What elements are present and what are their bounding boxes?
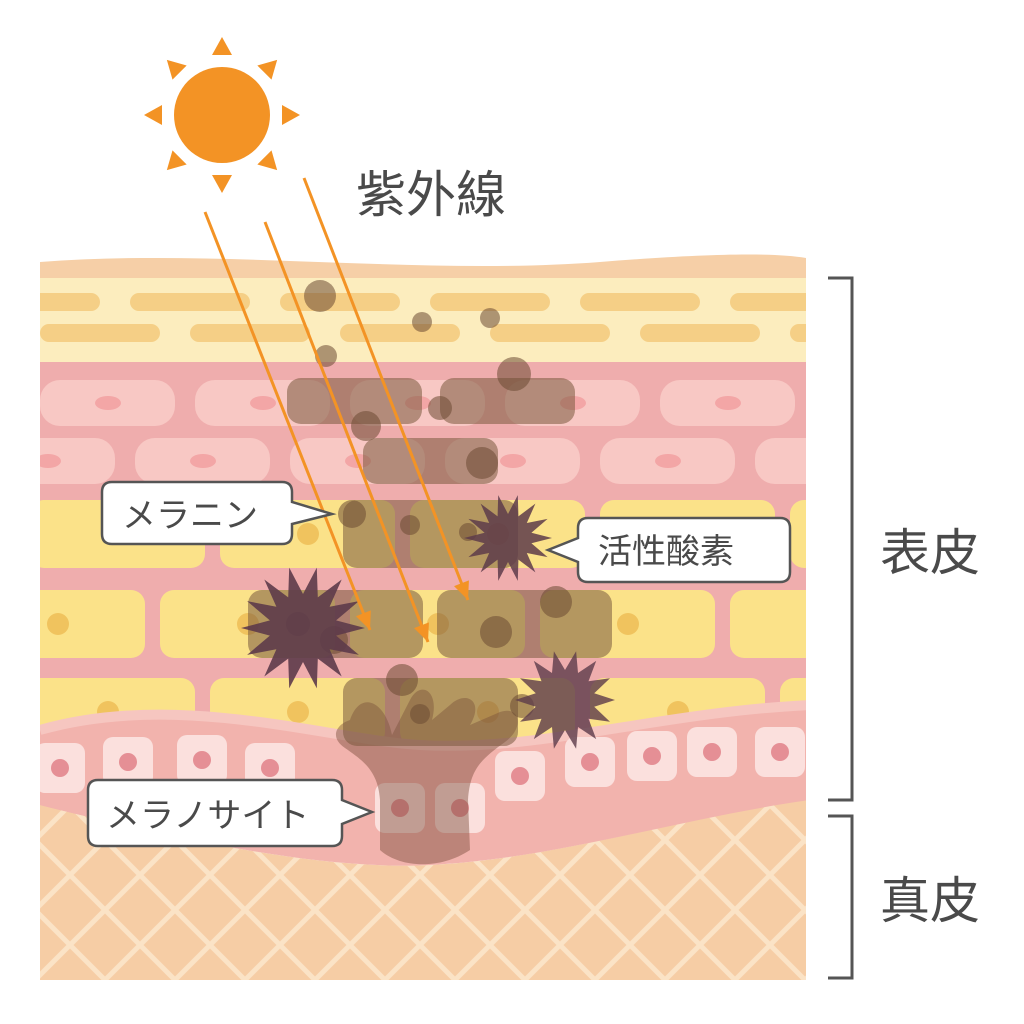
cell-nucleus xyxy=(617,613,639,635)
melanin-label: メラニン xyxy=(122,496,258,536)
cell-nucleus xyxy=(500,454,526,468)
epidermis-bracket xyxy=(828,276,854,802)
cell-nucleus xyxy=(261,759,279,777)
ros-star xyxy=(241,567,365,689)
sun-icon xyxy=(144,37,300,193)
sun-ray xyxy=(166,59,187,80)
uv-arrow-line xyxy=(302,177,470,601)
epidermis-label: 表皮 xyxy=(880,524,980,582)
cell-nucleus xyxy=(771,743,789,761)
dermis-bracket xyxy=(828,814,854,980)
corneum-cell xyxy=(580,293,700,311)
cell-nucleus xyxy=(870,396,896,410)
callout-melanocyte: メラノサイト xyxy=(86,778,376,848)
cell-nucleus xyxy=(193,751,211,769)
corneum-cell xyxy=(40,293,100,311)
cell-nucleus xyxy=(807,613,829,635)
melanin-granule xyxy=(410,704,430,724)
melanin-granule xyxy=(351,411,381,441)
melanin-granule xyxy=(497,357,531,391)
cell-nucleus xyxy=(581,753,599,771)
sun-ray xyxy=(282,105,300,125)
cell-nucleus xyxy=(451,799,469,817)
cell-nucleus xyxy=(190,454,216,468)
uv-arrow-head xyxy=(454,580,469,600)
callout-melanin: メラニン xyxy=(100,480,337,546)
cell-nucleus xyxy=(47,613,69,635)
skin-surface xyxy=(40,254,806,280)
melanin-granule xyxy=(466,447,498,479)
melanin-laden-cell xyxy=(363,438,498,484)
ros-star xyxy=(515,651,615,749)
ros-star xyxy=(464,495,552,581)
dermis-label: 真皮 xyxy=(880,872,980,930)
uv-arrows xyxy=(203,177,470,643)
melanin-granule xyxy=(338,500,366,528)
corneum-cell xyxy=(640,324,760,342)
cell-nucleus xyxy=(857,701,879,723)
granular-cell xyxy=(40,590,145,658)
melanin-granule xyxy=(304,280,336,312)
cell-nucleus xyxy=(511,767,529,785)
spinous-cell xyxy=(755,438,806,484)
corneum-cell xyxy=(790,324,806,342)
melanin-granule xyxy=(412,312,432,332)
sun-ray xyxy=(144,105,162,125)
sun-ray xyxy=(212,37,232,55)
corneum-cell xyxy=(430,293,550,311)
melanin-laden-cell xyxy=(343,500,518,568)
melanocyte-label: メラノサイト xyxy=(106,796,309,836)
melanin-laden-cell xyxy=(437,590,612,658)
melanin-granule xyxy=(480,308,500,328)
callout-ros: 活性酸素 xyxy=(544,516,792,584)
sun-ray xyxy=(166,150,187,171)
melanin-granule xyxy=(386,664,418,696)
uv-arrow-line xyxy=(203,211,372,631)
uv-arrow-head xyxy=(414,622,429,642)
melanin-granule xyxy=(428,396,452,420)
cell-nucleus xyxy=(51,759,69,777)
dermis-pattern xyxy=(40,798,806,980)
uv-arrow-line xyxy=(263,221,430,643)
cell-nucleus xyxy=(95,396,121,410)
cell-nucleus xyxy=(391,799,409,817)
spinous-cell xyxy=(815,380,950,426)
skin-cross-section xyxy=(40,254,950,980)
corneum-cells xyxy=(40,293,806,342)
sun-ray xyxy=(212,175,232,193)
ros-label: 活性酸素 xyxy=(598,532,734,572)
basal-cells xyxy=(40,727,805,833)
corneum-cell xyxy=(340,324,460,342)
cell-nucleus xyxy=(810,454,836,468)
sun-ray xyxy=(257,59,278,80)
cell-nucleus xyxy=(119,753,137,771)
melanin-laden-cell xyxy=(440,378,575,424)
ros-stars xyxy=(241,495,615,749)
sun-ray xyxy=(257,150,278,171)
granular-cell xyxy=(730,590,806,658)
melanin-granule xyxy=(540,586,572,618)
corneum-cell xyxy=(490,324,610,342)
uv-label: 紫外線 xyxy=(356,166,506,224)
melanin-granule xyxy=(480,616,512,648)
cell-nucleus xyxy=(287,701,309,723)
melanin-laden-cell xyxy=(343,678,518,746)
melanin-laden-cell xyxy=(287,378,422,424)
uv-arrow-head xyxy=(355,610,371,630)
corneum-cell xyxy=(730,293,806,311)
corneum-cell xyxy=(40,324,160,342)
corneum-cell xyxy=(190,324,310,342)
melanin-granule xyxy=(400,515,420,535)
cell-nucleus xyxy=(297,523,319,545)
cell-nucleus xyxy=(655,454,681,468)
cell-nucleus xyxy=(250,396,276,410)
cell-nucleus xyxy=(703,743,721,761)
cell-nucleus xyxy=(715,396,741,410)
granular-cell xyxy=(780,678,806,746)
cell-nucleus xyxy=(40,454,61,468)
cell-nucleus xyxy=(643,747,661,765)
corneum-cell xyxy=(130,293,250,311)
